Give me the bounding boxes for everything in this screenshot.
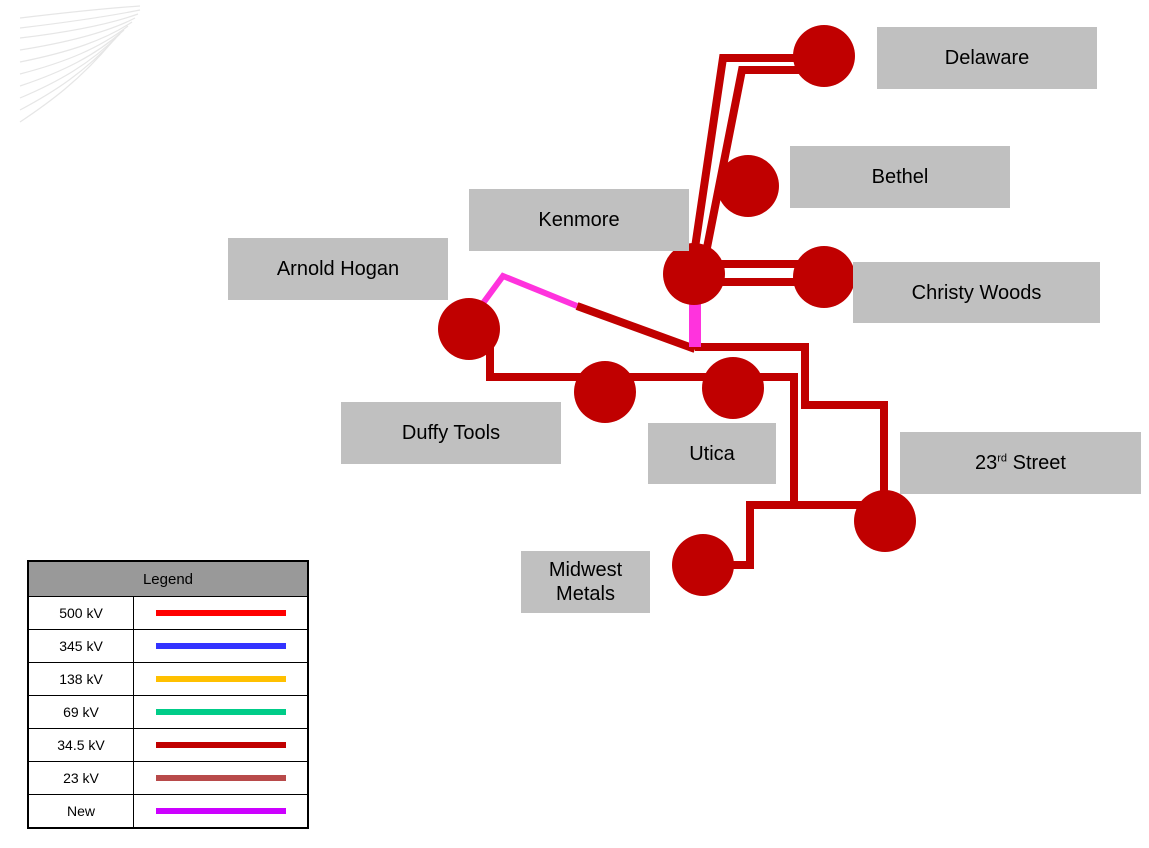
legend-swatch-new (155, 808, 286, 814)
node-duffy-tools[interactable] (574, 361, 636, 423)
label-duffy-tools-text: Duffy Tools (401, 422, 501, 444)
legend-row: 345 kV (27, 629, 309, 663)
node-christy-woods[interactable] (793, 246, 855, 308)
node-kenmore[interactable] (663, 243, 725, 305)
label-23rd-street-text: 23rd Street (975, 451, 1066, 475)
label-23rd-street-suffix: rd (997, 452, 1008, 465)
legend-swatch-cell (133, 761, 309, 795)
label-kenmore-text: Kenmore (538, 209, 620, 231)
line-kenmore-delaware-a (688, 54, 822, 269)
node-utica[interactable] (702, 357, 764, 419)
legend-swatch-cell (133, 629, 309, 663)
legend-swatch-cell (133, 695, 309, 729)
legend-row: New (27, 794, 309, 829)
legend-swatch-cell (133, 728, 309, 762)
legend-label: 500 kV (27, 596, 134, 630)
legend-label: 69 kV (27, 695, 134, 729)
line-junction-23rd-street (695, 343, 888, 515)
line-arnold-hogan-junction (575, 302, 697, 353)
label-23rd-street: 23rd Street (900, 432, 1141, 494)
legend-swatch-500kv (155, 610, 286, 616)
label-midwest-line1: Midwest (548, 559, 623, 581)
legend-label: 34.5 kV (27, 728, 134, 762)
legend-title: Legend (27, 560, 309, 597)
legend-swatch-138kv (155, 676, 286, 682)
label-utica: Utica (648, 423, 776, 484)
label-midwest-metals: Midwest Metals (521, 551, 650, 613)
legend-label: 138 kV (27, 662, 134, 696)
legend-table: Legend 500 kV 345 kV 138 kV 69 kV 34.5 k… (27, 560, 309, 829)
label-delaware-text: Delaware (944, 47, 1030, 69)
legend-row: 500 kV (27, 596, 309, 630)
line-new-arnold-hogan (475, 272, 579, 312)
node-arnold-hogan[interactable] (438, 298, 500, 360)
label-arnold-hogan: Arnold Hogan (228, 238, 448, 300)
legend-row: 23 kV (27, 761, 309, 795)
node-bethel[interactable] (717, 155, 779, 217)
decorative-swoosh (19, 5, 141, 123)
legend-label: New (27, 794, 134, 829)
line-kenmore-delaware-b (699, 66, 822, 269)
node-23rd-street[interactable] (854, 490, 916, 552)
legend-row: 69 kV (27, 695, 309, 729)
legend-swatch-345kv (155, 643, 286, 649)
label-christy-woods-text: Christy Woods (911, 281, 1042, 304)
label-duffy-tools: Duffy Tools (341, 402, 561, 464)
label-bethel: Bethel (790, 146, 1010, 208)
legend-label: 23 kV (27, 761, 134, 795)
substation-nodes (438, 25, 916, 596)
label-kenmore: Kenmore (469, 189, 689, 251)
legend-swatch-cell (133, 794, 309, 829)
label-utica-text: Utica (689, 442, 735, 465)
legend-swatch-cell (133, 662, 309, 696)
legend-swatch-69kv (155, 709, 286, 715)
node-midwest-metals[interactable] (672, 534, 734, 596)
legend-swatch-34-5kv (155, 742, 286, 748)
legend-swatch-cell (133, 596, 309, 630)
label-delaware: Delaware (877, 27, 1097, 89)
legend-row: 138 kV (27, 662, 309, 696)
legend-row: 34.5 kV (27, 728, 309, 762)
legend-swatch-23kv (155, 775, 286, 781)
label-bethel-text: Bethel (871, 166, 929, 188)
node-delaware[interactable] (793, 25, 855, 87)
label-christy-woods: Christy Woods (853, 262, 1100, 323)
label-arnold-hogan-text: Arnold Hogan (276, 258, 400, 280)
label-midwest-line2: Metals (556, 583, 615, 605)
label-23rd-street-number: 23 (975, 452, 998, 474)
legend-label: 345 kV (27, 629, 134, 663)
lines-34-5kv (486, 54, 888, 569)
label-23rd-street-word: Street (1007, 452, 1066, 474)
